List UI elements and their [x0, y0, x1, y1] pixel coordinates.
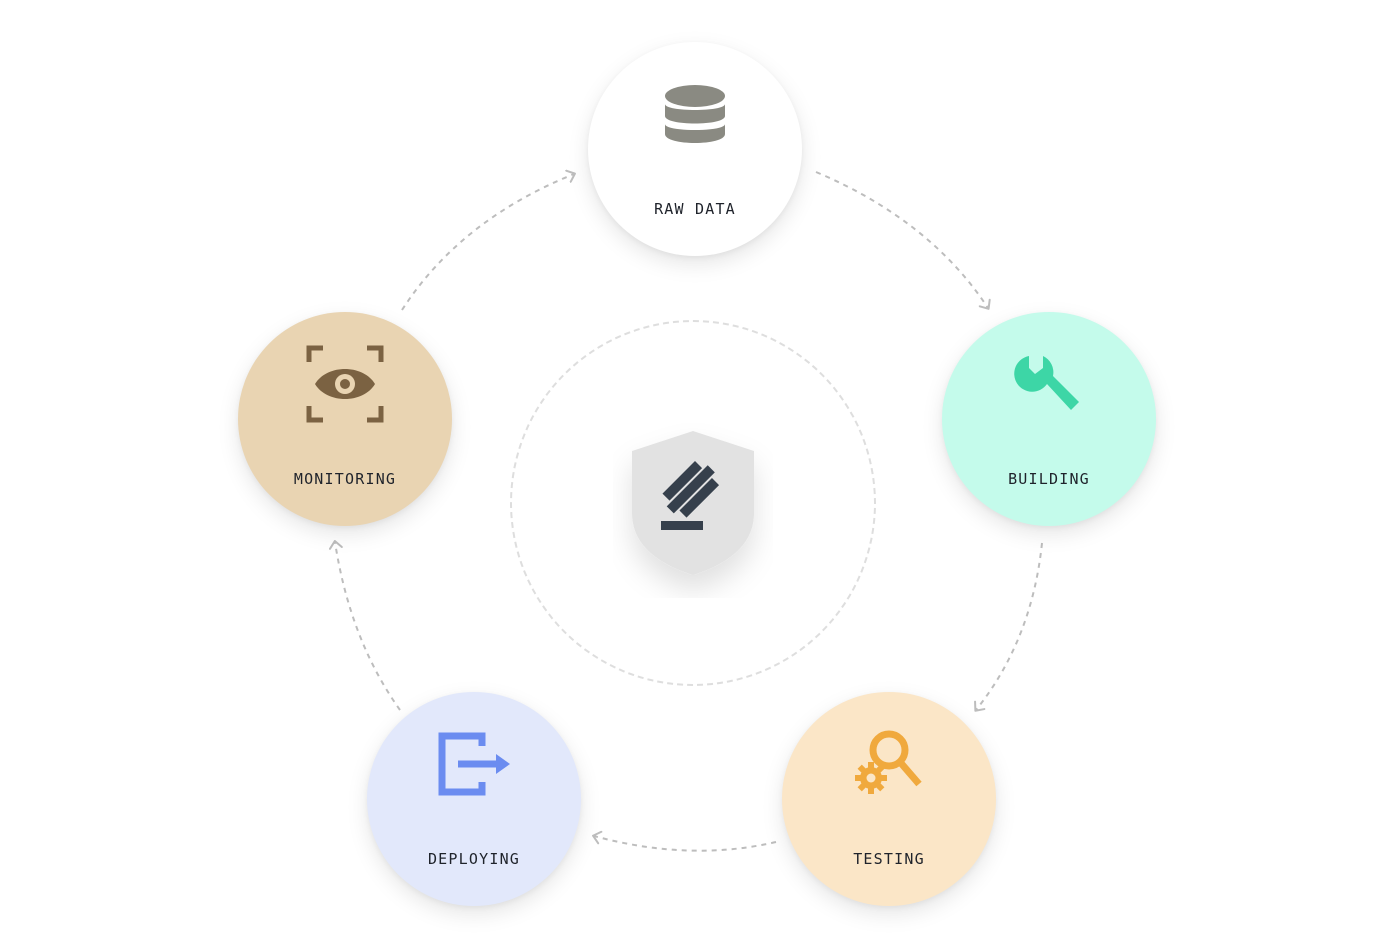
database-icon — [665, 85, 725, 143]
arrow-testing-to-deploying — [592, 830, 777, 852]
arrow-rawdata-to-building — [815, 171, 991, 310]
wrench-icon — [1014, 356, 1079, 410]
stage-testing[interactable]: TESTING — [782, 692, 996, 906]
stage-label: TESTING — [853, 850, 925, 868]
search-gear-icon — [855, 730, 922, 794]
export-icon — [438, 732, 510, 796]
stage-building[interactable]: BUILDING — [942, 312, 1156, 526]
arrow-deploying-to-monitoring — [328, 540, 401, 711]
center-ring — [510, 320, 876, 686]
gavel-icon — [661, 461, 720, 530]
stage-deploying[interactable]: DEPLOYING — [367, 692, 581, 906]
arrow-monitoring-to-rawdata — [401, 169, 576, 311]
stage-label: MONITORING — [293, 470, 397, 488]
eye-focus-icon — [306, 345, 384, 423]
arrow-building-to-testing — [974, 542, 1043, 712]
gavel-shield-icon — [632, 431, 754, 575]
stage-label: RAW DATA — [654, 200, 736, 218]
stage-raw-data[interactable]: RAW DATA — [588, 42, 802, 256]
stage-label: BUILDING — [1008, 470, 1090, 488]
stage-label: DEPLOYING — [427, 850, 521, 868]
stage-monitoring[interactable]: MONITORING — [238, 312, 452, 526]
